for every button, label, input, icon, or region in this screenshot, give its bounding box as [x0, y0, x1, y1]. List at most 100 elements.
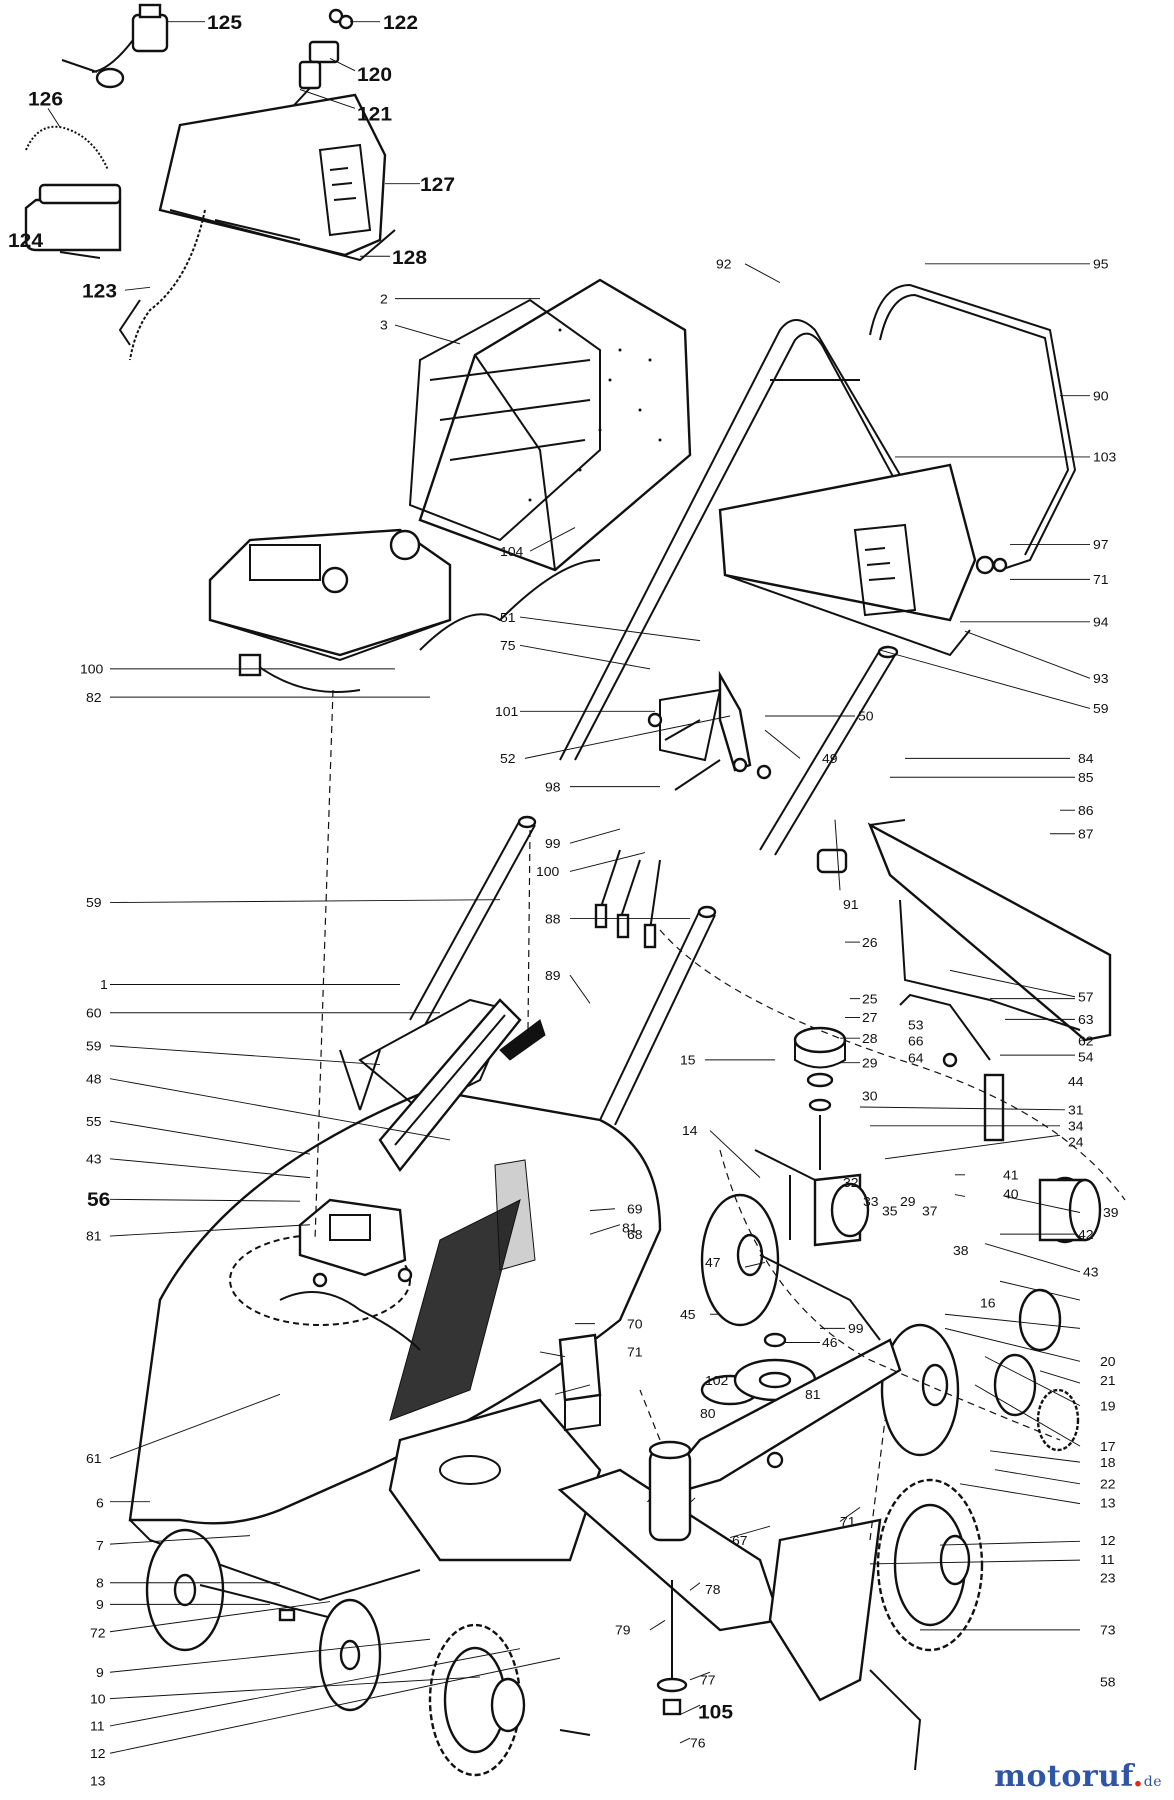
- label-6: 6: [96, 1496, 104, 1511]
- label-126: 126: [28, 89, 63, 110]
- label-47: 47: [705, 1255, 721, 1270]
- label-75: 75: [500, 638, 516, 653]
- gear-head-part: [793, 1026, 847, 1170]
- routing-line: [527, 829, 531, 1031]
- label-60: 60: [86, 1006, 102, 1021]
- label-56: 56: [87, 1189, 110, 1210]
- watermark-logo: motoruf.de: [994, 1759, 1162, 1794]
- label-12-r: 12: [1100, 1533, 1116, 1548]
- label-59-top: 59: [1093, 702, 1109, 717]
- label-50: 50: [858, 709, 874, 724]
- label-67: 67: [732, 1533, 748, 1548]
- blade-part: [557, 1338, 902, 1716]
- label-101: 101: [495, 704, 518, 719]
- grass-catcher-part: [408, 278, 692, 572]
- routing-line: [659, 929, 1126, 1201]
- drive-wheel-right-part: [876, 1323, 984, 1652]
- label-43-r: 43: [1083, 1265, 1099, 1280]
- small-wheel-part: [199, 1584, 382, 1712]
- label-92: 92: [716, 257, 732, 272]
- label-16: 16: [980, 1296, 996, 1311]
- gear-housing-alt-part: [1038, 1178, 1102, 1242]
- drive-wheel-part: [700, 1193, 881, 1341]
- label-22: 22: [1100, 1477, 1116, 1492]
- label-33-a: 33: [863, 1194, 879, 1209]
- battery-part: [24, 183, 122, 259]
- label-100-top: 100: [80, 662, 104, 677]
- motor-housing-part: [208, 528, 452, 693]
- rod-part: [899, 993, 991, 1061]
- label-94: 94: [1093, 615, 1109, 630]
- label-72: 72: [90, 1626, 106, 1641]
- label-37: 37: [922, 1204, 938, 1219]
- label-7: 7: [96, 1538, 104, 1553]
- label-66: 66: [908, 1034, 924, 1049]
- pivot-bracket-part: [942, 1052, 1005, 1142]
- label-40: 40: [1003, 1187, 1019, 1202]
- label-34: 34: [1068, 1119, 1084, 1134]
- label-104: 104: [500, 544, 524, 559]
- label-80: 80: [700, 1406, 716, 1421]
- grass-chute-part: [378, 998, 522, 1173]
- main-cable-part: [129, 209, 206, 361]
- label-100-mid: 100: [536, 865, 560, 880]
- label-87: 87: [1078, 827, 1094, 842]
- watermark-name: motoruf: [994, 1759, 1133, 1794]
- label-73: 73: [1100, 1623, 1116, 1638]
- label-17: 17: [1100, 1439, 1116, 1454]
- label-97: 97: [1093, 538, 1109, 553]
- label-128: 128: [392, 247, 427, 268]
- handle-tube-left-part: [409, 815, 537, 1026]
- label-38: 38: [953, 1243, 969, 1258]
- part-labels: 125 122 120 121 126 127 124 128 123 56 1…: [8, 13, 1119, 1788]
- label-30: 30: [862, 1089, 878, 1104]
- label-44: 44: [1068, 1075, 1084, 1090]
- label-98: 98: [545, 780, 561, 795]
- label-18: 18: [1100, 1455, 1116, 1470]
- label-71: 71: [1093, 572, 1109, 587]
- nut-part: [763, 1332, 787, 1348]
- label-77: 77: [700, 1673, 716, 1688]
- label-51: 51: [500, 610, 516, 625]
- label-58: 58: [1100, 1675, 1116, 1690]
- label-3: 3: [380, 318, 388, 333]
- label-76: 76: [690, 1736, 706, 1751]
- label-25: 25: [862, 992, 878, 1007]
- routing-line: [719, 1149, 1061, 1441]
- label-9-b: 9: [96, 1665, 104, 1680]
- label-11-r: 11: [1100, 1552, 1115, 1567]
- label-81-b: 81: [622, 1221, 638, 1236]
- handle-cover-part: [718, 463, 977, 657]
- label-43: 43: [86, 1152, 102, 1167]
- label-29-b: 29: [900, 1194, 916, 1209]
- label-21: 21: [1100, 1373, 1116, 1388]
- label-90: 90: [1093, 389, 1109, 404]
- label-13-r: 13: [1100, 1496, 1116, 1511]
- switch-bar-part: [869, 283, 1077, 571]
- label-48: 48: [86, 1072, 102, 1087]
- label-70: 70: [627, 1317, 643, 1332]
- label-120: 120: [357, 65, 392, 86]
- label-103: 103: [1093, 450, 1116, 465]
- label-14: 14: [682, 1124, 698, 1139]
- rear-wheel-left-part: [145, 1528, 225, 1652]
- label-31: 31: [1068, 1103, 1084, 1118]
- label-35-a: 35: [882, 1204, 898, 1219]
- label-45: 45: [680, 1307, 696, 1322]
- label-13: 13: [90, 1774, 106, 1789]
- label-29-a: 29: [862, 1056, 878, 1071]
- bowden-cable-part: [419, 559, 601, 651]
- label-27: 27: [862, 1011, 878, 1026]
- pulley-part: [700, 1358, 846, 1406]
- label-102: 102: [705, 1373, 728, 1388]
- label-8: 8: [96, 1576, 104, 1591]
- label-95: 95: [1093, 257, 1109, 272]
- label-99: 99: [545, 836, 561, 851]
- blade-plate-part: [388, 1398, 602, 1562]
- label-86: 86: [1078, 803, 1094, 818]
- label-127: 127: [420, 175, 455, 196]
- label-41: 41: [1003, 1168, 1019, 1183]
- label-49: 49: [822, 751, 838, 766]
- label-78: 78: [705, 1582, 721, 1597]
